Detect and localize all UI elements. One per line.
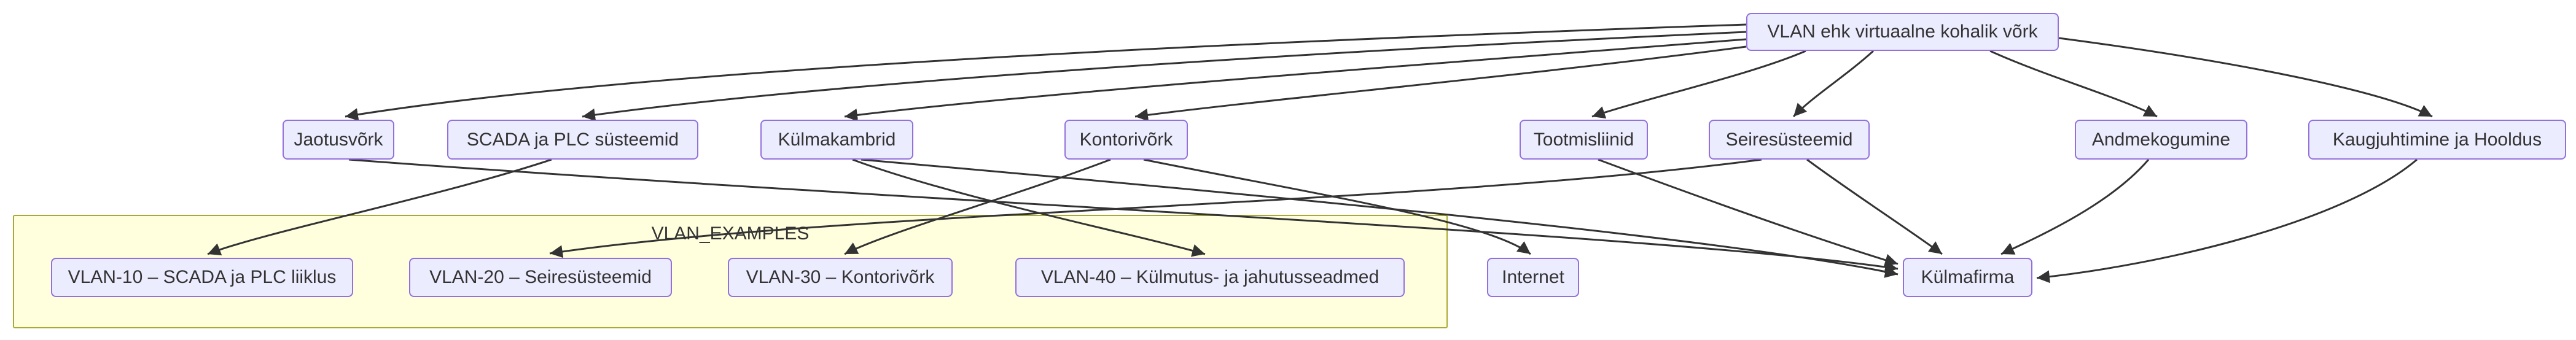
edge-kulmakambrid-to-vlan40 [852,158,1206,257]
node-scada-plc-label: SCADA ja PLC süsteemid [466,129,679,150]
node-vlan-40: VLAN-40 – Külmutus- ja jahutusseadmed [1015,258,1405,297]
node-jaotusvork-label: Jaotusvõrk [294,129,383,150]
edge-root-to-jaotusvork [345,23,1747,121]
node-internet-label: Internet [1502,267,1564,287]
node-vlan-10: VLAN-10 – SCADA ja PLC liiklus [51,258,353,297]
node-seiresusteemid-label: Seiresüsteemid [1725,129,1853,150]
node-kulmakambrid: Külmakambrid [760,120,913,160]
node-kontorivork: Kontorivõrk [1064,120,1188,160]
edge-root-to-tootmisliinid [1591,50,1806,119]
node-root-label: VLAN ehk virtuaalne kohalik võrk [1767,21,2038,42]
edge-kulmakambrid-to-kulmafirma [861,158,1899,278]
node-kaugjuhtimine-hooldus: Kaugjuhtimine ja Hooldus [2308,120,2566,160]
edge-root-to-kulmakambrid [844,38,1747,122]
node-vlan-30-label: VLAN-30 – Kontorivõrk [746,267,935,287]
edge-root-to-seiresusteemid [1792,50,1875,118]
node-kontorivork-label: Kontorivõrk [1079,129,1173,150]
edge-seiresusteemid-to-kulmafirma [1806,158,1943,255]
edge-kontorivork-to-internet [1143,158,1531,255]
node-vlan-10-label: VLAN-10 – SCADA ja PLC liiklus [68,267,337,287]
node-seiresusteemid: Seiresüsteemid [1709,120,1870,160]
edge-scada-to-vlan10 [207,158,552,256]
edge-seiresusteemid-to-vlan20 [549,158,1762,258]
node-root: VLAN ehk virtuaalne kohalik võrk [1746,13,2059,51]
node-kaugjuhtimine-hooldus-label: Kaugjuhtimine ja Hooldus [2332,129,2542,150]
node-andmekogumine-label: Andmekogumine [2091,129,2231,150]
node-vlan-30: VLAN-30 – Kontorivõrk [728,258,953,297]
node-tootmisliinid: Tootmisliinid [1520,120,1648,160]
edge-andmekogumine-to-kulmafirma [2000,159,2150,255]
edge-tootmisliinid-to-kulmafirma [1598,158,1899,266]
node-tootmisliinid-label: Tootmisliinid [1533,129,1634,150]
node-vlan-40-label: VLAN-40 – Külmutus- ja jahutusseadmed [1040,267,1380,287]
edge-jaotusvork-to-kulmafirma [348,158,1899,274]
node-scada-plc: SCADA ja PLC süsteemid [447,120,698,160]
edge-root-to-kontorivork [1134,45,1747,122]
edge-kaugjuhtimine-to-kulmafirma [2036,158,2418,284]
edge-kontorivork-to-vlan30 [844,158,1111,255]
node-internet: Internet [1487,258,1579,297]
node-kulmafirma: Külmafirma [1903,258,2032,297]
node-kulmakambrid-label: Külmakambrid [778,129,896,150]
node-jaotusvork: Jaotusvõrk [283,120,394,160]
edge-root-to-kaugjuhtimine [2058,37,2433,118]
node-kulmafirma-label: Külmafirma [1921,267,2015,287]
node-vlan-20-label: VLAN-20 – Seiresüsteemid [429,267,652,287]
edge-root-to-andmekogumine [1989,50,2158,118]
edge-root-to-scada [582,31,1747,122]
node-vlan-20: VLAN-20 – Seiresüsteemid [409,258,672,297]
node-andmekogumine: Andmekogumine [2075,120,2247,160]
